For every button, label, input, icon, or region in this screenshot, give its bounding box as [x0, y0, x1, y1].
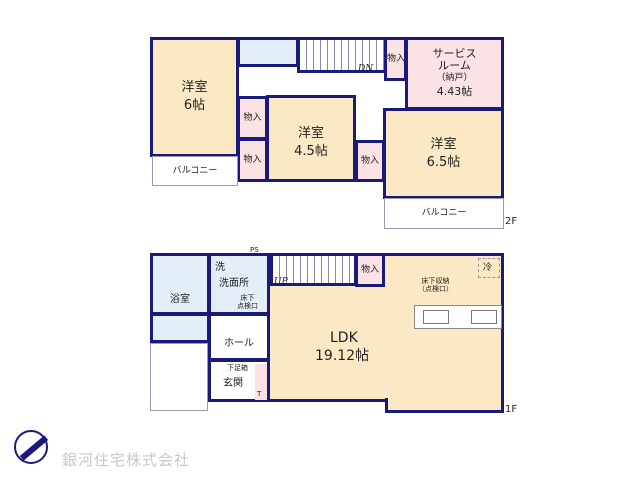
bird-icon [19, 435, 49, 461]
compass-logo-icon [14, 430, 49, 464]
room-size: 19.12帖 [315, 348, 370, 364]
toilet-2f [237, 37, 299, 67]
room-western-65: 洋室 6.5帖 [383, 108, 504, 199]
sink-icon [423, 310, 449, 324]
washer-label: 洗 [215, 262, 225, 273]
ps-label: PS [250, 246, 259, 254]
toilet-1f [150, 313, 210, 343]
room-name: ホール [224, 338, 254, 349]
room-service: サービス ルーム （納戸） 4.43帖 [405, 37, 504, 110]
room-name: 洗面所 [219, 278, 249, 289]
kitchen-counter [414, 305, 502, 329]
balcony-right: バルコニー [384, 198, 504, 229]
room-washroom: 洗 洗面所 床下 点検口 [208, 253, 270, 315]
room-hall: ホール [208, 313, 270, 361]
underfloor-label: 床下 点検口 [237, 294, 258, 310]
room-sub: （納戸） [436, 73, 473, 83]
shoe-cabinet [255, 364, 267, 400]
balcony-label: バルコニー [172, 166, 218, 176]
storage: 物入 [237, 138, 268, 182]
room-name: 浴室 [170, 294, 190, 305]
room-name: LDK [330, 330, 358, 346]
room-size: 6帖 [183, 98, 206, 113]
balcony-label: バルコニー [421, 208, 467, 218]
floor-label-2f: 2F [505, 216, 518, 227]
room-size: 6.5帖 [426, 155, 461, 170]
stairs-1f [270, 253, 357, 286]
room-entrance: 下足箱 玄関 T [208, 359, 270, 402]
storage-label: 物入 [387, 54, 406, 64]
storage: 物入 [355, 253, 385, 287]
fridge-label: 冷 [483, 263, 493, 273]
stairs-up: UP [274, 277, 288, 287]
fridge: 冷 [478, 258, 500, 278]
room-western-6: 洋室 6帖 [150, 37, 239, 157]
room-name: 洋室 [430, 137, 457, 152]
room-size: 4.5帖 [294, 144, 328, 159]
stairs-dn: DN [358, 64, 374, 74]
room-western-45: 洋室 4.5帖 [266, 95, 356, 182]
balcony-left: バルコニー [152, 156, 238, 186]
t-label: T [257, 390, 262, 398]
storage-label: 物入 [243, 155, 262, 165]
storage: 物入 [384, 37, 407, 81]
room-name: 洋室 [297, 126, 324, 141]
room-name: サービス ルーム [432, 47, 477, 72]
room-bath: 浴室 [150, 253, 210, 315]
storage-label: 物入 [360, 156, 379, 166]
room-name: 玄関 [223, 378, 243, 389]
storage-label: 物入 [360, 265, 379, 275]
stove-icon [471, 310, 497, 324]
underfloor-storage-label: 床下収納 （点検口） [418, 277, 453, 293]
room-size: 4.43帖 [436, 85, 473, 98]
shoe-cabinet-label: 下足箱 [227, 364, 248, 372]
stairs-2f [297, 37, 387, 73]
porch [150, 343, 208, 411]
room-name: 洋室 [181, 80, 208, 95]
company-name: 銀河住宅株式会社 [62, 451, 191, 469]
storage: 物入 [237, 96, 268, 140]
floor-label-1f: 1F [505, 404, 518, 415]
ldk-extension [385, 398, 504, 413]
storage: 物入 [355, 140, 385, 182]
storage-label: 物入 [243, 113, 262, 123]
